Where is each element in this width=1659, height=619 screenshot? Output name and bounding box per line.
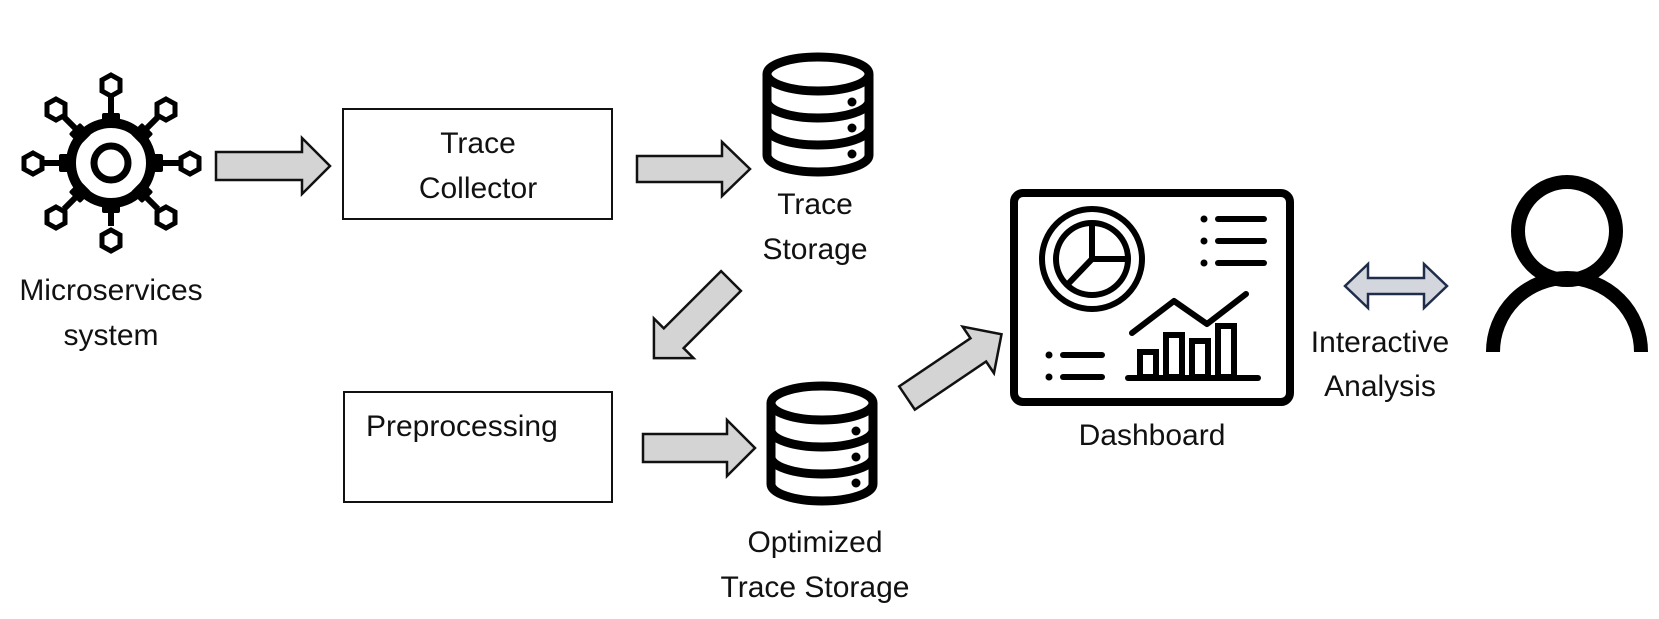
user-icon [1486,175,1648,353]
arrow-microservices-to-collector [214,134,332,198]
dashboard-label: Dashboard [1079,419,1226,452]
interactive-analysis-label-line2: Analysis [1324,370,1436,403]
microservices-label-line2: system [63,319,158,352]
preprocessing-box [343,391,613,503]
interactive-analysis-label-line1: Interactive [1311,326,1449,359]
dashboard-icon [1010,189,1294,406]
arrow-optimized-to-dashboard [897,324,1003,412]
arrow-preprocessing-to-optimized [641,416,757,480]
bidirectional-arrow [1343,261,1449,311]
gear-network-icon [21,72,202,254]
preprocessing-label: Preprocessing [366,410,558,443]
arrow-collector-to-storage [635,139,752,199]
trace-storage-label-line2: Storage [762,233,867,266]
optimized-storage-label-line2: Trace Storage [721,571,910,604]
trace-collector-box [342,108,613,220]
trace-collector-label-line1: Trace [440,127,516,160]
database-icon [766,381,878,506]
database-icon [762,52,874,177]
trace-storage-label-line1: Trace [777,188,853,221]
arrow-storage-to-preprocessing [652,269,743,360]
optimized-storage-label-line1: Optimized [747,526,882,559]
trace-collector-label-line2: Collector [419,172,537,205]
microservices-label-line1: Microservices [19,274,202,307]
